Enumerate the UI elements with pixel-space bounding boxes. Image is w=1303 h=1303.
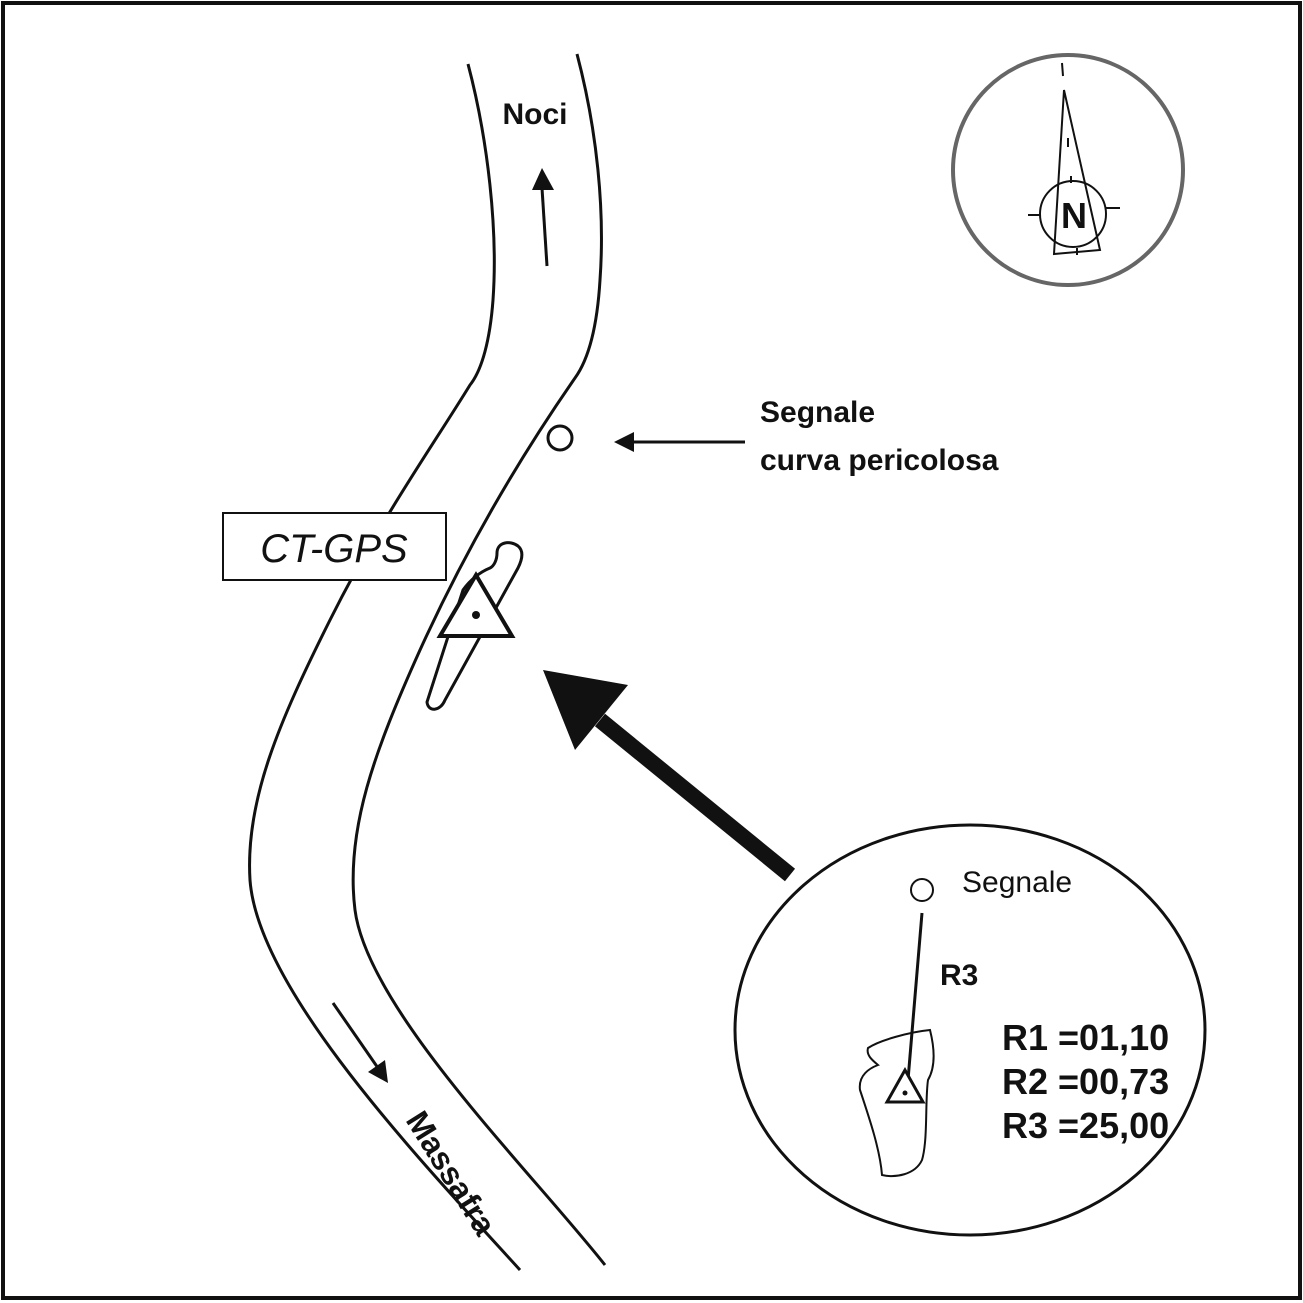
station-label: CT-GPS [260, 527, 408, 571]
road-edge-right [351, 53, 607, 1266]
gps-station-point [472, 611, 480, 619]
measurement-r3: R3 =25,00 [1002, 1105, 1169, 1146]
inset-station-pad-outline [858, 1028, 935, 1178]
road-label-noci: Noci [502, 98, 567, 131]
inset-distance-label: R3 [940, 959, 978, 992]
zoom-indicator-arrowhead [543, 670, 628, 750]
inset-sign-marker [910, 878, 934, 902]
sign-callout-line2: curva pericolosa [760, 444, 999, 477]
measurement-r2: R2 =00,73 [1002, 1061, 1169, 1102]
station-label-box [222, 512, 447, 581]
zoom-indicator-arrow [594, 713, 796, 882]
gps-station-triangle-icon [436, 571, 516, 638]
danger-curve-sign-marker [546, 424, 574, 452]
inset-gps-triangle-icon [884, 1066, 926, 1104]
inset-distance-line [906, 912, 924, 1081]
sign-callout-line1: Segnale [760, 396, 875, 429]
inset-sign-label: Segnale [962, 866, 1072, 899]
inset-gps-point [902, 1090, 908, 1096]
measurement-r1: R1 =01,10 [1002, 1017, 1169, 1058]
direction-arrow-north [540, 187, 549, 267]
road-edge-left [248, 63, 522, 1272]
compass-north-label: N [1061, 195, 1087, 236]
direction-arrow-south [331, 1002, 380, 1069]
arrowhead-north [532, 168, 554, 190]
north-arrow-compass-icon: N [951, 53, 1185, 287]
detail-inset [733, 823, 1207, 1237]
compass-ring [951, 53, 1185, 287]
sign-pointer-arrowhead [614, 432, 634, 452]
arrowhead-south [368, 1060, 388, 1083]
